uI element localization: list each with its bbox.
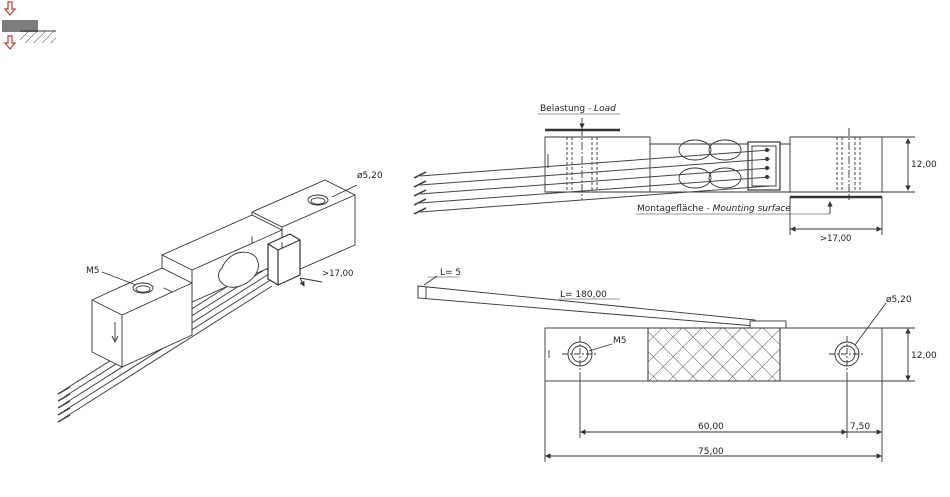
iso-hole-dimension: ø5,20 xyxy=(357,171,383,181)
down-arrow-icon xyxy=(3,1,17,16)
side-height-dimension: 12,00 xyxy=(911,160,937,170)
iso-thread-label: M5 xyxy=(86,266,100,276)
hole-spacing-dimension: 60,00 xyxy=(698,422,724,432)
top-hole-dimension: ø5,20 xyxy=(886,295,912,305)
side-cable-wires xyxy=(413,147,771,215)
side-strain-gauge xyxy=(678,139,742,189)
load-label: Belastung - Load xyxy=(540,104,616,114)
cable-short-length-label: L= 5 xyxy=(440,268,461,278)
legend-load-bar xyxy=(2,20,38,32)
top-view xyxy=(417,275,915,462)
iso-hole-right xyxy=(307,194,329,206)
side-hidden-hole-right xyxy=(836,137,861,192)
cable-length-label: L= 180,00 xyxy=(560,290,607,300)
top-thread-label: M5 xyxy=(613,336,627,346)
edge-offset-dimension: 7,50 xyxy=(850,422,870,432)
legend-hatch-surface xyxy=(20,31,56,43)
mounting-surface-label: Montagefläche - Mounting surface xyxy=(637,204,791,214)
iso-hole-left xyxy=(132,282,154,294)
side-body-outline xyxy=(544,136,883,193)
top-hole-left xyxy=(562,336,598,372)
side-cable-clamp xyxy=(747,141,781,191)
side-view xyxy=(413,113,915,235)
top-cable-clamp xyxy=(749,320,787,329)
iso-distance-label: >17,00 xyxy=(322,269,353,279)
iso-left-block xyxy=(91,267,193,368)
iso-cable-clamp xyxy=(267,233,301,286)
load-mount-legend xyxy=(2,1,56,50)
down-arrow-icon xyxy=(3,35,17,50)
iso-strain-gauge xyxy=(218,251,259,288)
side-distance-dimension: >17,00 xyxy=(820,234,851,244)
isometric-view xyxy=(57,179,358,423)
strain-gauge-area xyxy=(647,327,781,382)
top-width-dimension: 12,00 xyxy=(911,351,937,361)
total-length-dimension: 75,00 xyxy=(698,447,724,457)
top-hole-right xyxy=(829,336,865,372)
